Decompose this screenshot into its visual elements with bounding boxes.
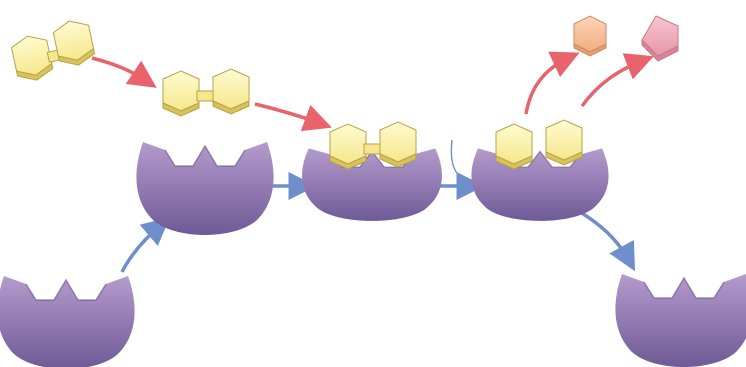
substrate-free: [9, 16, 97, 85]
product-b: [641, 15, 679, 62]
enzyme-substrate-complex: [301, 121, 443, 222]
product-a: [573, 15, 607, 57]
enzyme-free-start: [0, 275, 136, 367]
arrow-substrate-binding: [254, 102, 332, 132]
arrow-enzyme-release: [579, 210, 636, 272]
arrow-catalysis-hint: [450, 139, 465, 181]
arrow-product-b-release: [580, 53, 654, 108]
arrow-product-a-release: [524, 51, 580, 115]
arrow-substrate-approach: [91, 56, 157, 88]
enzyme-product-complex: [470, 119, 610, 222]
enzyme-regenerated: [614, 273, 746, 367]
substrate-approaching: [162, 68, 250, 117]
enzyme-upper: [135, 141, 275, 236]
arrow-enzyme-recycle-in: [120, 217, 170, 273]
